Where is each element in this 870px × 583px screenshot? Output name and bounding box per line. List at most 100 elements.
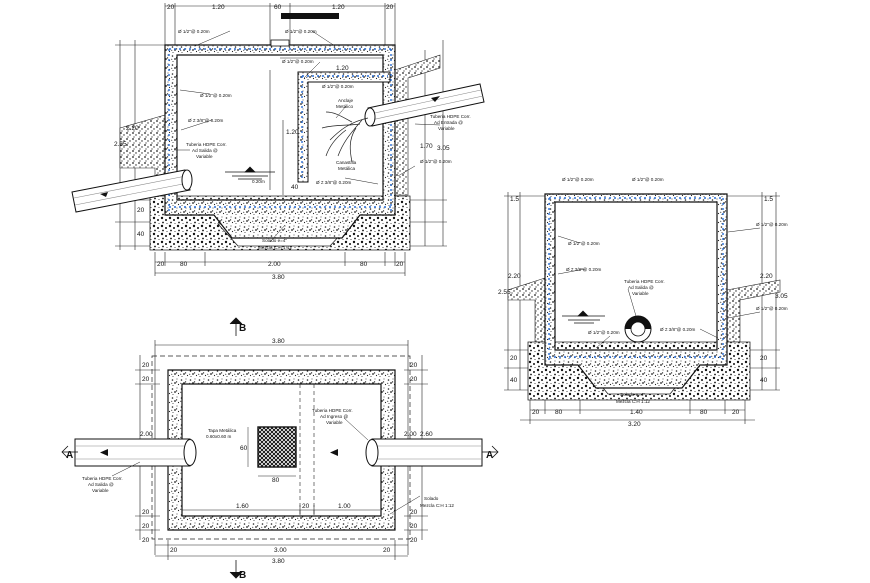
plan-metal-cover (257, 426, 297, 468)
section-a-dim-bottom-1: 80 (180, 261, 188, 268)
section-a-label-stirrups-left: Ø ≠ 3/8"@ 0.20m (188, 118, 224, 123)
plan-label-mezcla: Mezcla C:H 1:12 (420, 503, 454, 508)
plan-label-pipe-in-3: Variable (326, 420, 343, 425)
plan-dim-right-6: 20 (410, 537, 418, 544)
plan-dim-left-3: 20 (142, 509, 150, 516)
plan-label-pipe-out-3: Variable (92, 488, 109, 493)
section-a-dim-top-0: 20 (167, 4, 175, 11)
section-a-label-steel-wall-left: Ø 1/2"@ 0.20m (200, 93, 232, 98)
plan-section-mark-a-right: A (486, 450, 493, 461)
section-b-rebar (548, 197, 724, 360)
section-b-pipe-circle (624, 315, 652, 343)
plan-dim-top-total: 3.80 (272, 338, 285, 345)
section-b-label-steel-top-right: Ø 1/2"@ 0.20m (632, 177, 664, 182)
section-a-dim-bottom-3: 80 (360, 261, 368, 268)
section-b-dim-left-0: 2.20 (508, 273, 521, 280)
section-b-label-stirrups-right: Ø ≠ 3/8"@ 0.20m (660, 327, 696, 332)
section-a-label-pipe-left-3: Variable (196, 154, 213, 159)
plan-section-mark-a-left: A (66, 450, 73, 461)
plan-dim-left-0: 20 (142, 362, 150, 369)
section-a-label-solado: Solado e=4" (262, 238, 287, 243)
plan-dim-right-2: 2.00 (404, 431, 417, 438)
section-b-label-steel-right-1: Ø 1/2"@ 0.20m (756, 222, 788, 227)
plan-view-drawing: A A B B 3.80 20 3.00 20 3.80 20 20 2.00 … (61, 317, 499, 581)
plan-label-tapa: Tapa Metálica (208, 428, 237, 433)
section-b-dim-right-2: 20 (760, 355, 768, 362)
section-b-water-level (562, 310, 605, 324)
section-b-dim-left-3: 40 (510, 377, 518, 384)
section-a-title-bar (281, 13, 339, 19)
section-b-dim-bottom-4: 20 (732, 409, 740, 416)
section-b-dim-top-1: 1.5 (764, 196, 773, 203)
section-a-dim-mid-1: 40 (291, 184, 299, 191)
plan-dim-right-4: 20 (410, 509, 418, 516)
section-b-label-stirrups-left: Ø ≠ 3/8"@ 0.20m (566, 267, 602, 272)
section-a-label-steel-right: Ø 1/2"@ 0.20m (420, 159, 452, 164)
section-a-dim-left-1: 2.55 (114, 141, 127, 148)
plan-section-mark-b-top: B (239, 323, 246, 334)
section-a-label-pipe-right: Tuberia HDPE Corr. (430, 114, 471, 119)
section-b-concrete-walls (544, 193, 728, 389)
section-a-label-anclaje-2: Metálico (336, 104, 354, 109)
plan-section-mark-b-bottom: B (239, 570, 246, 581)
plan-dim-inner-2: 1.00 (338, 503, 351, 510)
section-a-dim-top-2: 60 (274, 4, 282, 11)
plan-dim-bottom-2: 20 (383, 547, 391, 554)
section-a-label-steel-inner-wall: Ø 1/2"@ 0.20m (322, 84, 354, 89)
section-a-dim-left-3: 40 (137, 231, 145, 238)
section-a-label-water-level: 0.20m (252, 179, 265, 184)
plan-label-tapa-2: 0.60x0.60 m (206, 434, 231, 439)
section-a-label-steel-top-right: Ø 1/2"@ 0.20m (285, 29, 317, 34)
section-b-label-solado: Solado e=4" (620, 392, 645, 397)
plan-label-pipe-in-2: Ad Ingreso @ (320, 414, 348, 419)
section-a-concrete-walls (164, 44, 396, 239)
plan-pipe-left (74, 438, 197, 467)
section-a-label-steel-top-left: Ø 1/2"@ 0.20m (178, 29, 210, 34)
section-b-label-pipe-3: Variable (632, 291, 649, 296)
section-b-dim-bottom-3: 80 (700, 409, 708, 416)
section-b-label-pipe: Tuberia HDPE Corr. (624, 279, 665, 284)
plan-dim-right-5: 20 (410, 523, 418, 530)
section-b-dim-left-1: 2.55 (498, 289, 511, 296)
section-b-label-steel-top-left: Ø 1/2"@ 0.20m (562, 177, 594, 182)
section-b-label-mezcla: Mezcla C:H 1:12 (616, 399, 650, 404)
section-b-dim-right-1: 3.05 (775, 293, 788, 300)
section-b-dim-right-3: 40 (760, 377, 768, 384)
plan-label-solado: Solado (424, 496, 439, 501)
plan-dim-right-3: 2.60 (420, 431, 433, 438)
plan-dim-right-0: 20 (410, 362, 418, 369)
section-a-dim-right-1: 1.70 (420, 143, 433, 150)
section-a-dim-right-0: 1.20 (286, 129, 299, 136)
section-a-label-pipe-right-3: Variable (438, 126, 455, 131)
section-a-dim-top-4: 20 (386, 4, 394, 11)
section-a-label-stirrups-right: Ø ≠ 3/8"@ 0.20m (316, 180, 352, 185)
section-a-dim-right-2: 3.05 (437, 145, 450, 152)
plan-dim-square-0: 60 (240, 445, 248, 452)
section-b-dim-top-0: 1.5 (510, 196, 519, 203)
plan-section-marks (61, 317, 499, 579)
section-a-dim-top-3: 1.20 (332, 4, 345, 11)
section-a-dim-bottom-0: 20 (157, 261, 165, 268)
section-a-label-anclaje: Anclaje (338, 98, 354, 103)
section-a-inlet-pipe (364, 83, 485, 127)
section-b-label-steel-wall-left: Ø 1/2"@ 0.20m (568, 241, 600, 246)
plan-dim-bottom-total: 3.80 (272, 558, 285, 565)
plan-outer-dashed (151, 355, 411, 540)
plan-label-pipe-out: Tuberia HDPE Corr. (82, 476, 123, 481)
plan-dim-square-1: 80 (272, 477, 280, 484)
section-b-soil-left (507, 277, 546, 343)
section-a-dim-total: 3.80 (272, 274, 285, 281)
plan-dim-right-1: 20 (410, 376, 418, 383)
section-a-label-pipe-left-2: Ad Salida @ (192, 148, 218, 153)
plan-pipe-right (330, 438, 483, 467)
section-b-dim-bottom-1: 80 (555, 409, 563, 416)
plan-dim-bottom-0: 20 (170, 547, 178, 554)
section-a-water-level (225, 166, 275, 180)
section-a-outlet-pipe (71, 169, 193, 213)
section-a-drawing: 20 1.20 60 1.20 20 20 80 2.00 80 20 3.80… (71, 3, 485, 281)
section-b-dim-left-2: 20 (510, 355, 518, 362)
section-a-dim-bottom-2: 2.00 (268, 261, 281, 268)
plan-dim-left-2: 2.00 (140, 431, 153, 438)
section-a-label-pipe-left: Tuberia HDPE Corr. (186, 142, 227, 147)
